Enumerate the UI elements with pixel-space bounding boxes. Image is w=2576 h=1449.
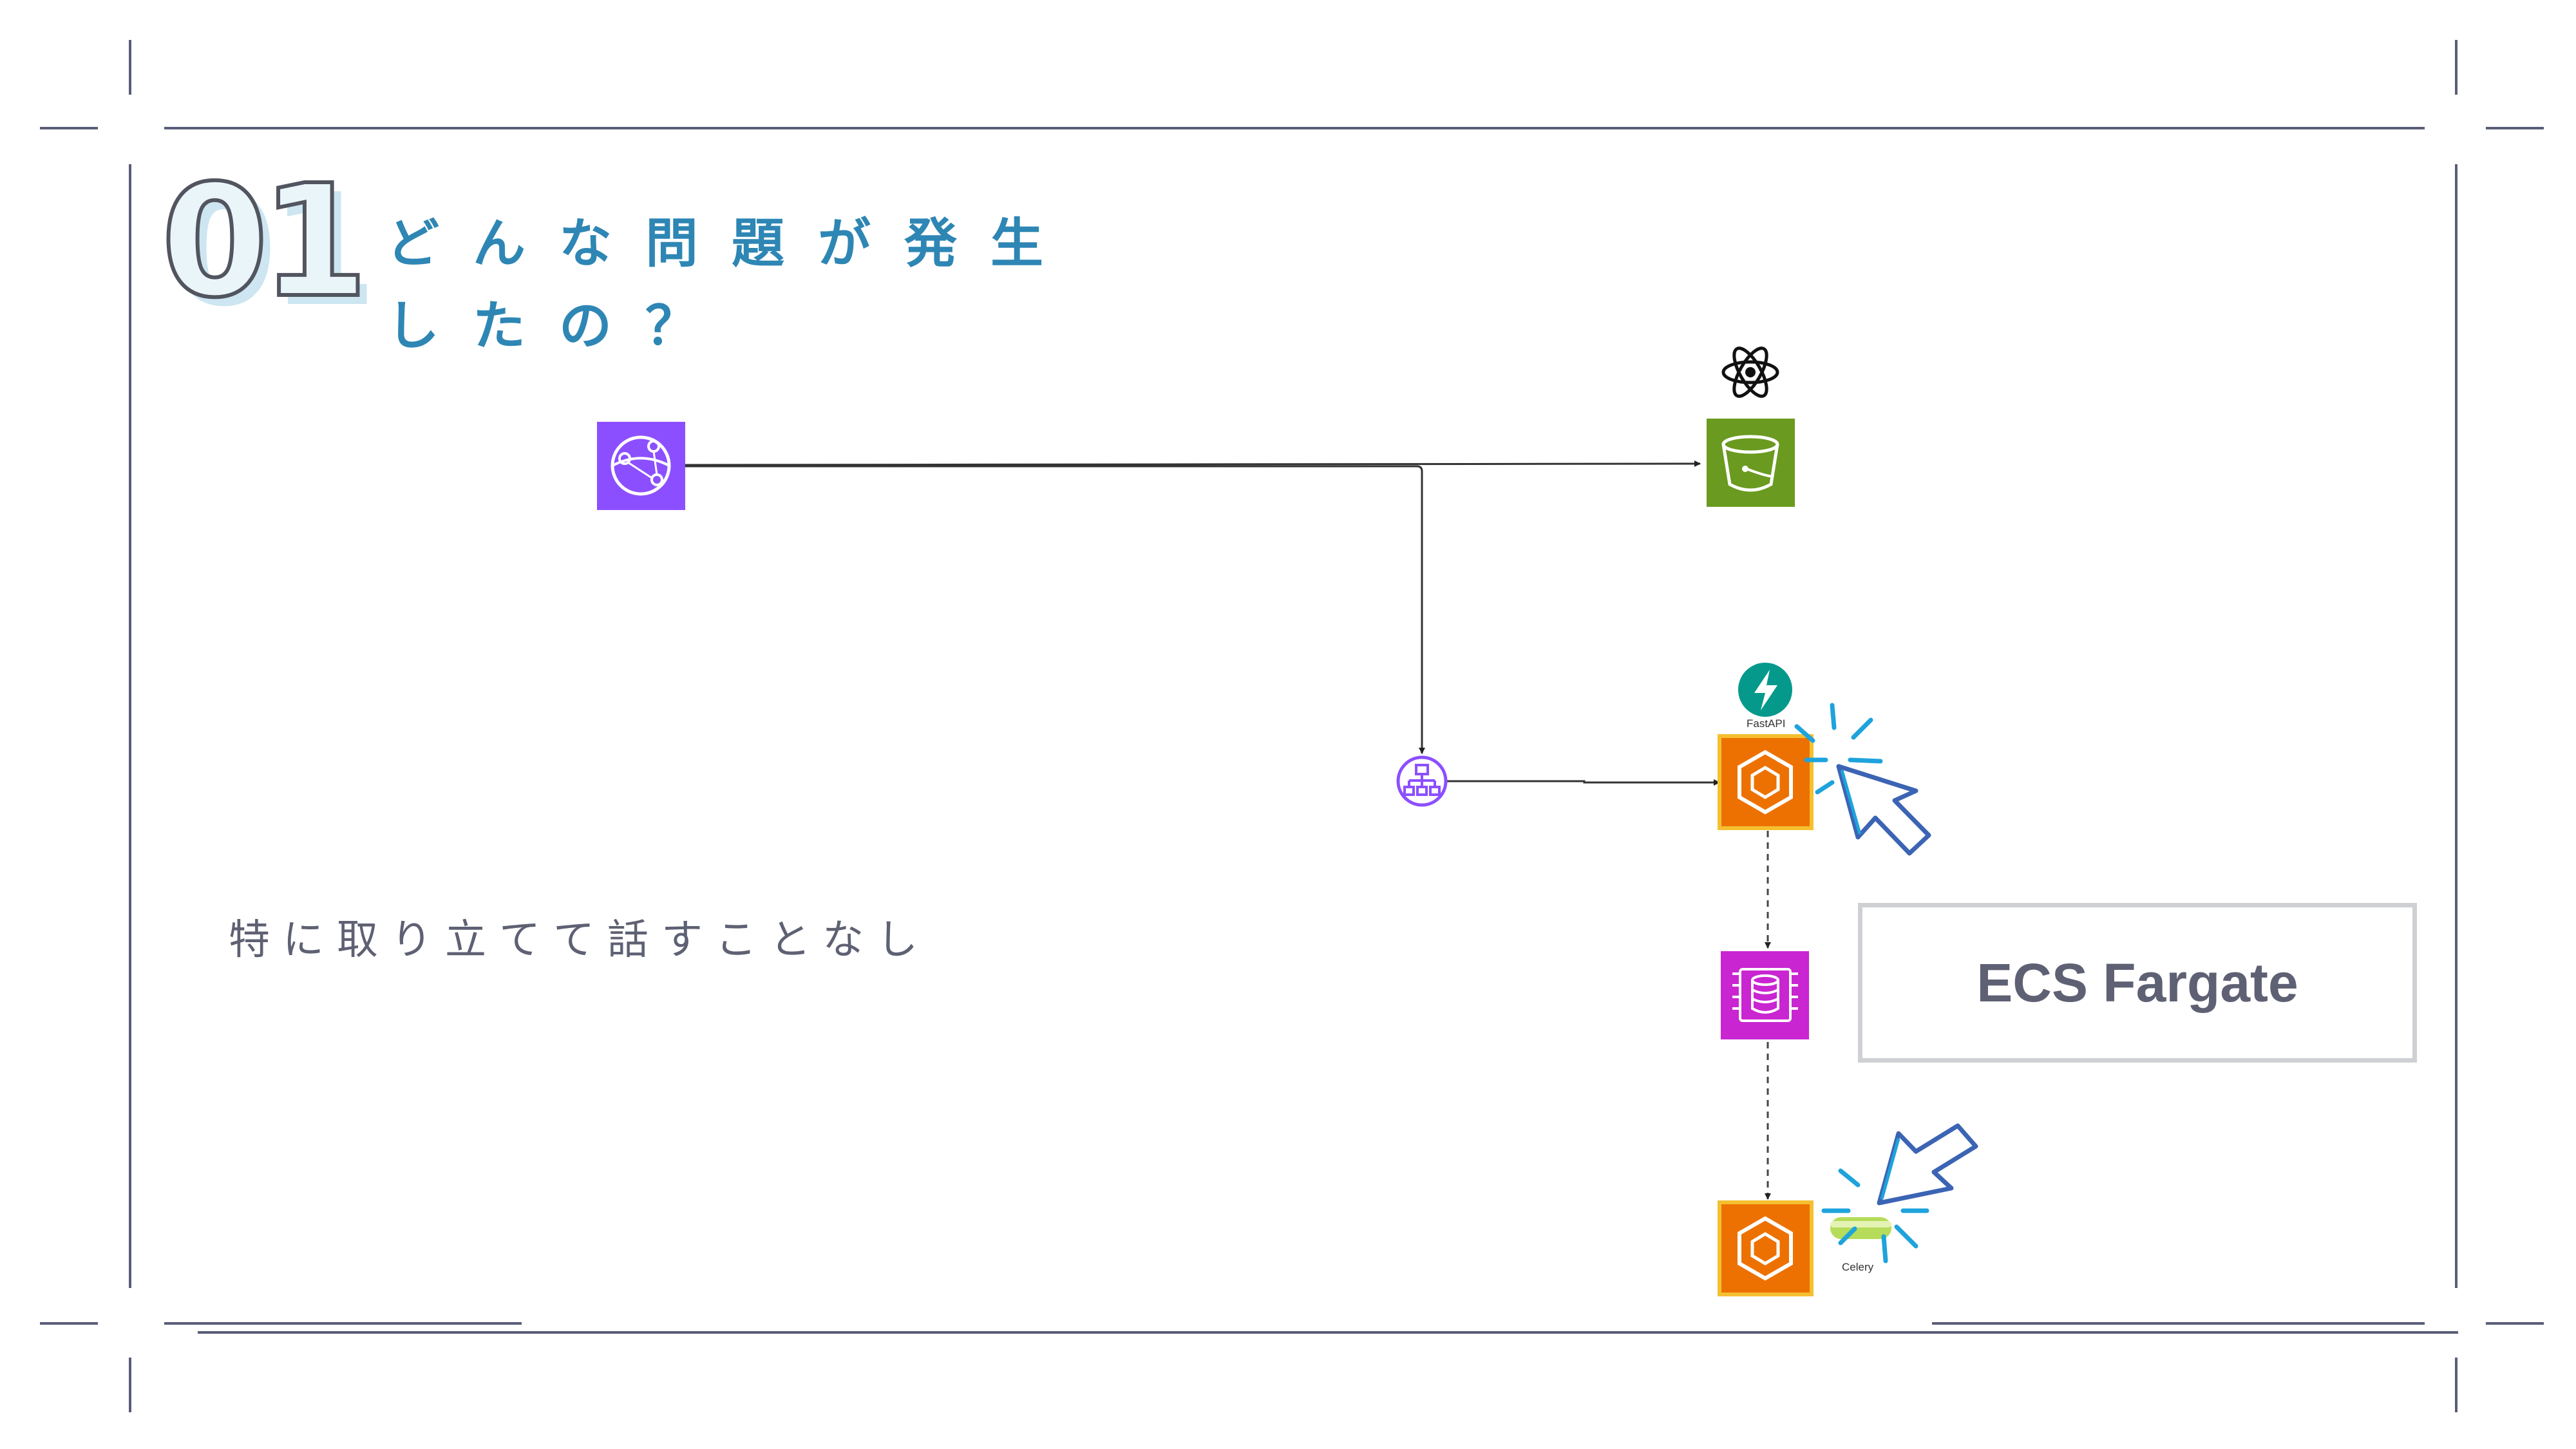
edge-alb-ecs-api <box>1447 779 1720 786</box>
crop-mark-tr-v <box>2455 40 2458 95</box>
crop-mark-tl-h <box>40 127 98 129</box>
frame-bottom-line <box>198 1331 2458 1334</box>
alb-icon[interactable] <box>1396 755 1448 807</box>
s3-bucket-icon[interactable] <box>1707 419 1795 507</box>
cursor-arrow-worker <box>1877 1123 1978 1206</box>
page-title: どんな問題が発生 したの？ <box>386 203 1077 368</box>
slide-note: 特に取り立てて話すことなし <box>229 916 931 964</box>
callout-label: ECS Fargate <box>1976 952 2298 1013</box>
frame-top-line <box>164 127 2425 129</box>
frame-bottom-accent-right <box>1932 1322 2425 1325</box>
crop-mark-br-v <box>2455 1358 2458 1412</box>
frame-left-line <box>129 164 131 1288</box>
celery-icon <box>1830 1217 1891 1239</box>
cursor-arrow-api <box>1836 764 1931 856</box>
edge-cloudfront-s3 <box>684 460 1701 468</box>
crop-mark-bl-v <box>129 1358 131 1412</box>
frame-right-line <box>2455 164 2458 1288</box>
crop-mark-bl-h <box>40 1322 98 1325</box>
title-line-2: したの？ <box>386 296 732 357</box>
cloudfront-icon[interactable] <box>597 422 685 510</box>
frame-bottom-accent-left <box>164 1322 522 1325</box>
crop-mark-tr-h <box>2486 127 2544 129</box>
click-cursor-icon <box>1794 703 1883 795</box>
click-cursor-icon <box>1821 1168 1929 1264</box>
fastapi-label: FastAPI <box>1747 717 1786 730</box>
edge-cloudfront-alb <box>685 465 1425 754</box>
elasticache-icon[interactable] <box>1721 951 1809 1039</box>
title-line-1: どんな問題が発生 <box>386 213 1077 274</box>
crop-mark-tl-v <box>129 40 131 95</box>
fastapi-icon <box>1738 663 1792 717</box>
ecs-fargate-callout: ECS Fargate <box>1858 903 2417 1063</box>
ecs-api-icon[interactable] <box>1718 734 1814 830</box>
celery-label: Celery <box>1842 1261 1874 1273</box>
crop-mark-br-h <box>2486 1322 2544 1325</box>
slide-number: 01 <box>159 151 370 332</box>
ecs-worker-icon[interactable] <box>1718 1200 1814 1296</box>
react-icon <box>1721 346 1779 398</box>
